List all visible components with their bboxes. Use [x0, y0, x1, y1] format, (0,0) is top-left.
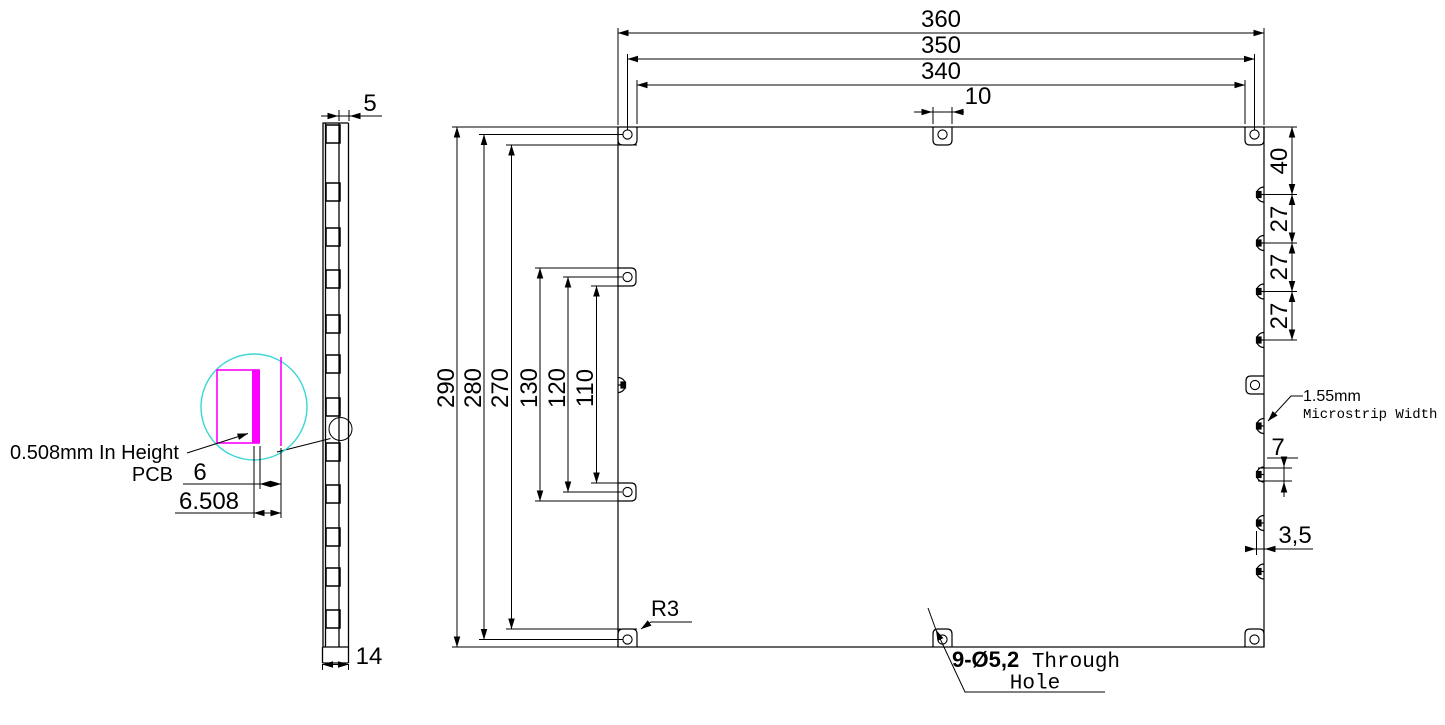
dim-mid-inner: 110 — [572, 368, 599, 408]
dim-tab-width: 10 — [964, 83, 992, 110]
pcb-height-label: 0.508mm In Height — [10, 442, 179, 464]
dim-inner-height: 270 — [487, 367, 514, 409]
detail-bubble — [175, 353, 308, 518]
port-bump — [1255, 514, 1265, 532]
dim-port-pitch-2: 27 — [1266, 253, 1293, 281]
through-holes — [622, 129, 1261, 645]
dimension-lines — [452, 28, 1313, 693]
main-view — [617, 126, 1265, 648]
dim-hole-height: 280 — [460, 367, 487, 409]
dim-port-protrusion: 3,5 — [1278, 522, 1312, 549]
mounting-tabs — [617, 127, 1265, 647]
dim-pcb-gap-total: 6.508 — [178, 488, 240, 515]
dim-port-width: 7 — [1271, 434, 1285, 461]
microstrip-ports — [617, 186, 1265, 580]
through-hole-count-size: 9-Ø5,2 — [951, 647, 1020, 672]
dim-port-pitch-3: 27 — [1266, 302, 1293, 330]
connector-blocks — [325, 124, 341, 629]
port-bump — [1255, 563, 1265, 580]
dim-pcb-gap: 6 — [193, 459, 207, 486]
microstrip-width-label: Microstrip Width — [1303, 407, 1438, 423]
pcb-label-leader — [186, 433, 249, 454]
dim-inner-span: 340 — [920, 58, 962, 85]
through-hole-callout-line2: Hole — [1009, 672, 1061, 696]
dim-mid-outer: 130 — [515, 367, 543, 409]
port-bump-left — [617, 376, 627, 394]
detail-indicator-circle — [328, 417, 353, 441]
dim-overall-height: 290 — [433, 367, 460, 409]
microstrip-width-value: 1.55mm — [1303, 388, 1361, 405]
dim-base-width: 14 — [355, 643, 383, 670]
dim-plate-thickness: 5 — [363, 90, 377, 117]
dim-hole-span: 350 — [920, 32, 962, 59]
dim-overall-width: 360 — [920, 6, 962, 33]
corner-radius-label: R3 — [650, 596, 680, 621]
through-hole-callout-line1: 9-Ø5,2 Through — [951, 647, 1121, 674]
microstrip-leader — [1267, 395, 1303, 422]
pcb-highlight — [252, 370, 260, 443]
port-bump — [1255, 466, 1265, 483]
through-hole-word: Through — [1019, 651, 1121, 674]
dim-port-pitch-1: 27 — [1266, 205, 1293, 233]
pcb-label: PCB — [131, 464, 173, 486]
through-hole-leader — [935, 629, 1105, 693]
side-view — [276, 122, 353, 664]
side-view-dimensions — [321, 110, 382, 670]
dim-port-top-offset: 40 — [1266, 147, 1293, 175]
plate-outline — [617, 126, 1265, 648]
radius-leader — [640, 620, 692, 630]
port-bump — [1255, 417, 1265, 435]
dim-mid-holes: 120 — [543, 367, 571, 409]
